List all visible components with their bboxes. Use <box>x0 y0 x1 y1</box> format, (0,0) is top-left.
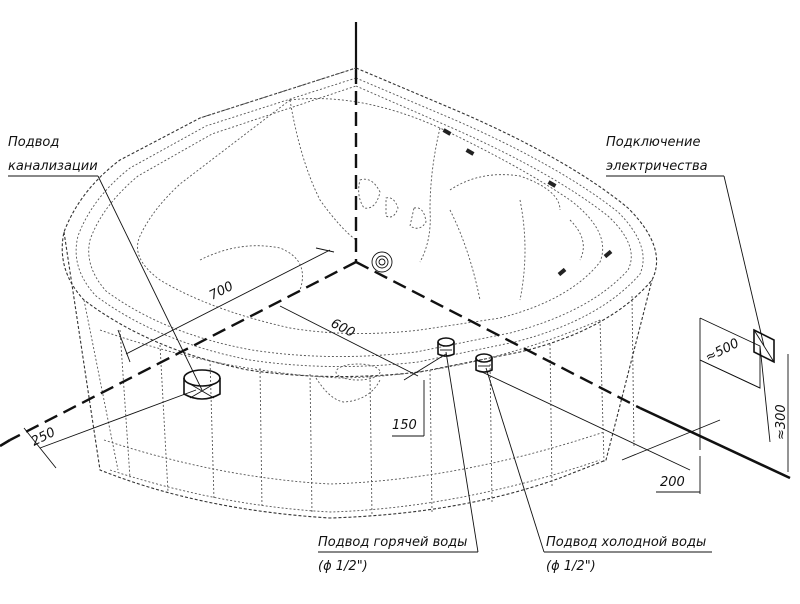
cold-water-label-line-2: (ϕ 1/2") <box>546 559 596 574</box>
cold-water-connection-icon <box>475 353 493 373</box>
wall-axes <box>0 22 791 480</box>
hot-water-connection-icon <box>437 337 455 357</box>
dimension-300: ≈300 <box>774 404 789 440</box>
electricity-label-line-2: электричества <box>606 159 708 174</box>
drain-connection-icon <box>183 369 221 400</box>
dimension-500: ≈500 <box>703 336 742 366</box>
electricity-label-line-1: Подключение <box>606 135 700 150</box>
dimension-lines: 700 600 250 150 200 ≈500 ≈300 <box>23 247 789 494</box>
dimension-150: 150 <box>392 418 417 433</box>
dimension-200: 200 <box>660 475 685 490</box>
hot-water-label-line-2: (ϕ 1/2") <box>318 559 368 574</box>
dimension-600: 600 <box>328 316 357 341</box>
leader-lines <box>8 175 765 553</box>
drain-label-line-1: Подвод <box>8 135 59 150</box>
cold-water-label-line-1: Подвод холодной воды <box>546 535 706 550</box>
annotation-labels: Подвод канализации Подключение электриче… <box>8 135 708 574</box>
drain-label-line-2: канализации <box>8 159 98 174</box>
bathtub-body <box>61 67 658 519</box>
connection-points <box>183 328 775 400</box>
hot-water-label-line-1: Подвод горячей воды <box>318 535 467 550</box>
